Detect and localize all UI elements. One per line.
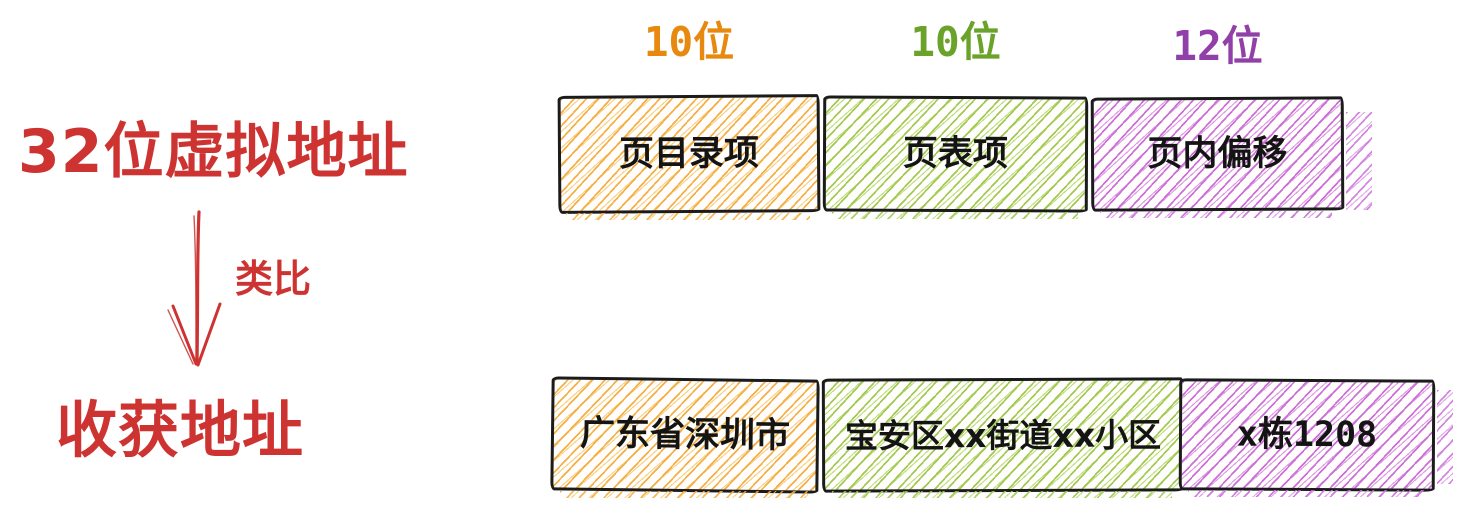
hatch-overflow-decoration [832,491,1172,498]
box-province-city: 广东省深圳市 [550,376,820,494]
bit-width-label-directory: 10位 [643,18,735,66]
box-page-table-entry-label: 页表项 [902,133,1009,174]
box-page-offset: 页内偏移 [1090,96,1345,212]
box-page-offset-label: 页内偏移 [1147,133,1288,174]
box-page-table-entry: 页表项 [822,95,1089,213]
box-district-street-label: 宝安区xx街道xx小区 [844,414,1162,456]
box-district-street: 宝安区xx街道xx小区 [821,377,1185,493]
hatch-overflow-decoration [1100,211,1332,218]
box-page-directory-entry: 页目录项 [557,94,821,214]
mail-address-title: 收获地址 [56,395,305,466]
box-province-city-label: 广东省深圳市 [579,413,791,456]
hatch-overflow-decoration [1437,390,1453,484]
bit-width-label-table: 10位 [910,18,1001,66]
hatch-overflow-decoration [1188,490,1424,497]
hatch-overflow-decoration [566,213,810,220]
hatch-overflow-decoration [1346,112,1372,210]
down-arrow-icon [167,210,222,367]
box-building-room: x栋1208 [1178,378,1436,492]
virtual-address-title: 32位虚拟地址 [18,117,409,187]
bit-width-label-offset: 12位 [1172,22,1263,70]
box-page-directory-entry-label: 页目录项 [618,133,760,174]
box-building-room-label: x栋1208 [1236,414,1378,455]
hatch-overflow-decoration [560,491,808,498]
analogy-label: 类比 [235,257,312,301]
hatch-overflow-decoration [832,212,1078,219]
